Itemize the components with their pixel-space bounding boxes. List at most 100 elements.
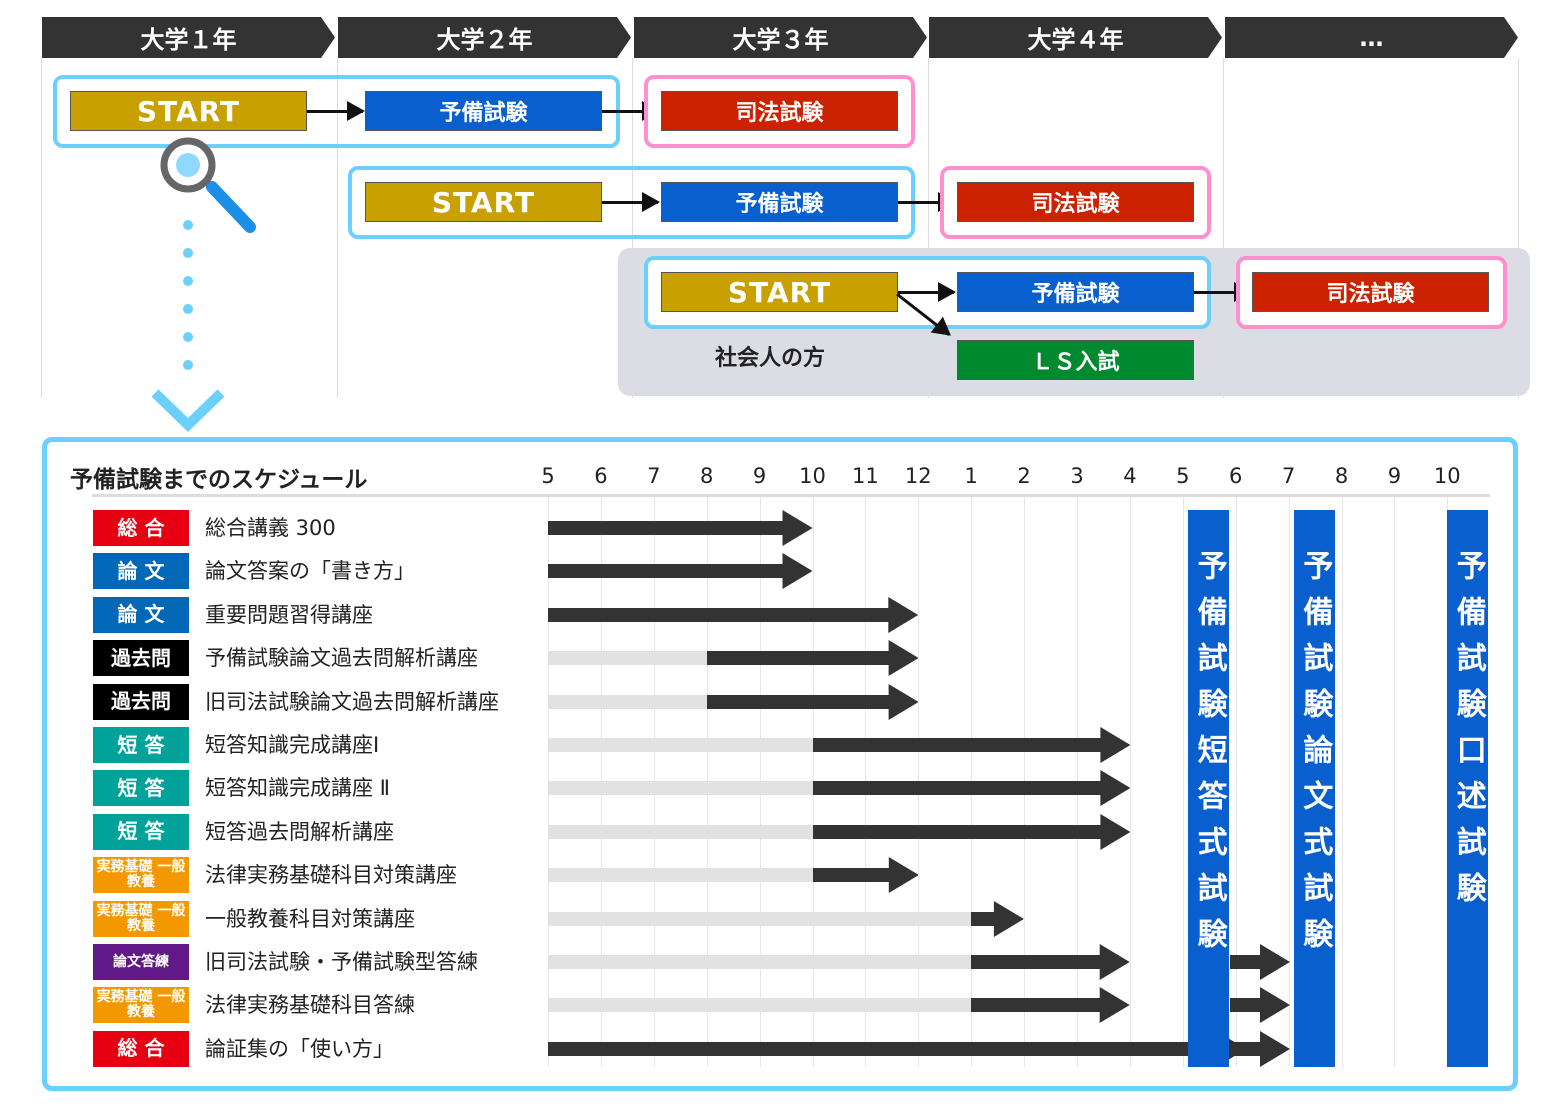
- month-label: 2: [1017, 464, 1031, 488]
- course-period-arrow: [548, 553, 813, 590]
- course-name: 短答知識完成講座Ⅰ: [205, 733, 380, 757]
- continuation-arrow: [1230, 944, 1290, 980]
- course-name: 法律実務基礎科目答練: [205, 993, 415, 1018]
- inactive-period-bar: [548, 651, 707, 666]
- month-label: 9: [1387, 464, 1402, 488]
- month-label: 7: [647, 464, 661, 488]
- year-header-2: 大学２年: [338, 17, 631, 58]
- course-period-arrow: [971, 944, 1130, 980]
- month-label: 8: [1334, 464, 1349, 488]
- inactive-period-bar: [548, 694, 707, 709]
- inactive-period-bar: [548, 955, 972, 969]
- divider: [928, 58, 929, 398]
- category-tag: 過去問: [93, 683, 189, 720]
- category-tag: 実務基礎 一般教養: [93, 987, 189, 1024]
- month-label: 7: [1281, 464, 1296, 488]
- gridline: [1288, 497, 1290, 1067]
- divider: [337, 58, 338, 398]
- inactive-period-bar: [548, 824, 813, 839]
- arrow: [898, 282, 956, 302]
- gridline: [1341, 497, 1343, 1067]
- month-label: 1: [964, 464, 978, 488]
- gridline: [1394, 497, 1396, 1067]
- course-period-arrow: [812, 857, 919, 894]
- divider: [41, 58, 42, 398]
- month-label: 11: [852, 464, 879, 488]
- course-period-arrow: [812, 813, 1130, 850]
- category-tag: 論 文: [93, 553, 189, 590]
- schedule-panel: [42, 437, 1518, 1091]
- divider: [632, 58, 633, 398]
- worker-note: 社会人の方: [715, 346, 826, 371]
- month-axis-line: [92, 494, 1490, 497]
- year-header-4: 大学４年: [929, 17, 1222, 58]
- route3-shiho: 司法試験: [1252, 272, 1489, 312]
- course-period-arrow: [812, 727, 1130, 763]
- course-period-arrow: [706, 640, 919, 677]
- category-tag: 総 合: [93, 510, 189, 546]
- inactive-period-bar: [548, 738, 813, 752]
- exam-column: 予備試験論文式試験: [1293, 510, 1335, 1067]
- exam-column: 予備試験口述試験: [1447, 510, 1489, 1067]
- route1-yobi: 予備試験: [365, 91, 602, 131]
- route2-yobi: 予備試験: [661, 182, 898, 222]
- month-label: 4: [1123, 464, 1137, 488]
- inactive-period-bar: [548, 998, 972, 1013]
- month-label: 5: [1176, 464, 1190, 488]
- month-label: 10: [799, 464, 826, 488]
- course-period-arrow: [706, 683, 919, 720]
- course-name: 短答知識完成講座 Ⅱ: [205, 776, 391, 801]
- course-period-arrow: [971, 987, 1130, 1024]
- schedule-title: 予備試験までのスケジュール: [70, 467, 368, 493]
- course-period-arrow: [548, 1030, 1247, 1067]
- gridline: [1129, 497, 1131, 1067]
- course-name: 旧司法試験論文過去問解析講座: [205, 689, 499, 714]
- month-label: 12: [904, 464, 932, 488]
- route3-yobi: 予備試験: [957, 272, 1194, 312]
- arrow: [307, 101, 365, 121]
- category-tag: 過去問: [93, 640, 189, 677]
- gridline: [1182, 497, 1184, 1067]
- month-label: 8: [700, 464, 714, 488]
- month-label: 9: [752, 464, 767, 488]
- course-name: 論証集の「使い方」: [205, 1036, 394, 1061]
- month-label: 3: [1070, 464, 1084, 488]
- month-label: 6: [1229, 464, 1243, 488]
- course-name: 重要問題習得講座: [205, 602, 373, 627]
- category-tag: 論 文: [93, 596, 189, 633]
- course-name: 予備試験論文過去問解析講座: [205, 646, 478, 671]
- year-header-3: 大学３年: [634, 17, 927, 58]
- category-tag: 短 答: [93, 727, 189, 763]
- route3-start: START: [661, 272, 898, 312]
- course-period-arrow: [548, 596, 919, 633]
- month-label: 6: [594, 464, 608, 488]
- year-header-more: …: [1225, 17, 1518, 58]
- category-tag: 論文答練: [93, 944, 189, 980]
- category-tag: 実務基礎 一般教養: [93, 857, 189, 894]
- divider: [1518, 58, 1519, 398]
- divider: [1223, 58, 1224, 398]
- route1-start: START: [70, 91, 307, 131]
- category-tag: 短 答: [93, 770, 189, 807]
- inactive-period-bar: [548, 911, 972, 926]
- category-tag: 実務基礎 一般教養: [93, 900, 189, 937]
- category-tag: 短 答: [93, 813, 189, 850]
- month-label: 5: [541, 464, 555, 488]
- route2-shiho: 司法試験: [957, 182, 1194, 222]
- route1-shiho: 司法試験: [661, 91, 898, 131]
- continuation-arrow: [1230, 1030, 1290, 1067]
- course-name: 一般教養科目対策講座: [205, 906, 415, 931]
- category-tag: 総 合: [93, 1030, 189, 1067]
- inactive-period-bar: [548, 781, 813, 796]
- inactive-period-bar: [548, 868, 813, 883]
- year-header-1: 大学１年: [42, 17, 335, 58]
- course-name: 総合講義 300: [205, 516, 336, 540]
- arrow: [602, 192, 660, 212]
- route2-start: START: [365, 182, 602, 222]
- ls-exam: ＬＳ入試: [957, 340, 1194, 380]
- course-name: 旧司法試験・予備試験型答練: [205, 950, 478, 974]
- course-name: 論文答案の「書き方」: [205, 559, 415, 584]
- magnifier-icon: [151, 137, 256, 432]
- course-name: 法律実務基礎科目対策講座: [205, 863, 457, 888]
- gridline: [1235, 497, 1237, 1067]
